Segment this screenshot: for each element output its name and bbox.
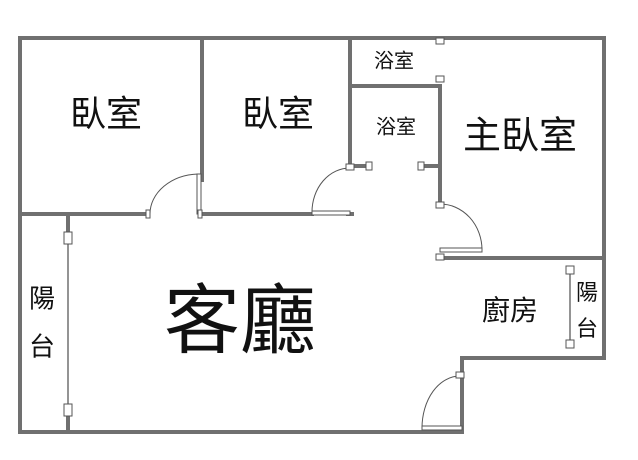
balcony-left-opening xyxy=(63,231,73,417)
door-bath-lower[interactable] xyxy=(365,161,425,171)
doors xyxy=(63,37,575,431)
label-balcony-left-1: 陽 xyxy=(29,285,55,315)
door-bath-upper[interactable] xyxy=(435,37,445,83)
label-master-bedroom: 主臥室 xyxy=(463,114,577,158)
label-bath-upper: 浴室 xyxy=(374,49,414,73)
label-bath-lower: 浴室 xyxy=(376,115,416,139)
balcony-right-opening xyxy=(565,265,575,349)
door-master-bedroom[interactable] xyxy=(435,201,483,261)
door-bedroom-2[interactable] xyxy=(311,163,355,216)
label-balcony-left-2: 台 xyxy=(29,333,55,363)
door-bedroom-1[interactable] xyxy=(145,173,203,219)
room-labels: 臥室 臥室 浴室 浴室 主臥室 客廳 廚房 陽 台 陽 台 xyxy=(29,49,598,366)
label-balcony-right-2: 台 xyxy=(576,317,598,342)
label-living-room: 客廳 xyxy=(164,276,316,365)
label-bedroom-2: 臥室 xyxy=(242,94,314,135)
outer-walls xyxy=(18,36,606,434)
door-entrance[interactable] xyxy=(421,371,465,431)
label-balcony-right-1: 陽 xyxy=(576,281,598,306)
label-kitchen: 廚房 xyxy=(482,294,538,327)
label-bedroom-1: 臥室 xyxy=(70,94,142,135)
